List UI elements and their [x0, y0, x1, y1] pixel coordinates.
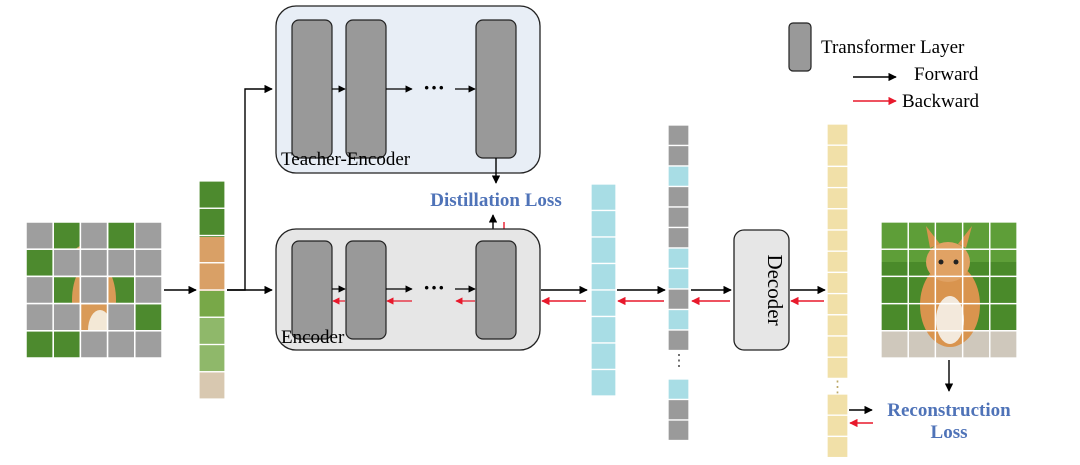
legend-backward-label: Backward: [902, 91, 980, 112]
masked-patch: [79, 248, 109, 278]
reconstructed-ellipsis: ⋮: [830, 379, 846, 396]
reconstructed-token: [826, 356, 849, 380]
encoded-token: [667, 247, 690, 270]
teacher-layer-1: [291, 19, 333, 159]
masked-patch: [106, 302, 136, 332]
visible-patch-token: [198, 371, 226, 400]
masked-patch: [106, 248, 136, 278]
reconstructed-token: [826, 393, 849, 416]
encoded-token: [590, 209, 617, 238]
masked-patch: [134, 275, 163, 305]
mask-token: [667, 288, 690, 311]
teacher-layer-2: [345, 19, 387, 159]
masked-patch: [79, 275, 109, 305]
sequence-ellipsis: ⋮: [671, 353, 687, 370]
encoded-token: [590, 289, 617, 318]
encoded-token: [667, 165, 690, 188]
legend-transformer-layer-swatch: [788, 22, 812, 72]
reconstructed-token: [826, 229, 849, 252]
encoded-token: [590, 368, 617, 397]
legend-forward-label: Forward: [914, 64, 979, 85]
mask-token: [667, 144, 690, 167]
mask-token: [667, 419, 690, 442]
reconstructed-token-column: ⋮: [826, 123, 849, 459]
masked-kitten-image-icon: [25, 221, 163, 359]
teacher-ellipsis: ···: [423, 75, 445, 100]
reconstructed-token: [826, 435, 849, 459]
reconstructed-token: [826, 271, 849, 295]
masked-patch: [79, 221, 109, 250]
encoded-token: [590, 342, 617, 371]
encoded-token: [667, 378, 690, 401]
reconstruction-loss-label-line1: Reconstruction: [887, 400, 1011, 421]
masked-patch: [134, 330, 163, 359]
reconstructed-token: [826, 144, 849, 168]
reconstructed-token: [826, 250, 849, 274]
encoded-token: [590, 236, 617, 265]
reconstructed-token: [826, 208, 849, 231]
decoder-block: Decoder: [733, 229, 790, 351]
mask-token: [667, 185, 690, 208]
reconstructed-token: [826, 186, 849, 210]
masked-patch: [134, 248, 163, 278]
reconstructed-token: [826, 414, 849, 438]
teacher-layer-n: [475, 19, 517, 159]
masked-patch: [25, 221, 54, 250]
reconstructed-token: [826, 292, 849, 316]
full-token-sequence-column: ⋮: [667, 124, 690, 442]
masked-patch: [134, 221, 163, 250]
mask-token: [667, 124, 690, 147]
reconstructed-token: [826, 314, 849, 337]
encoder-layer-2: [345, 240, 387, 340]
encoded-token-column: [590, 183, 617, 397]
mask-token: [667, 329, 690, 352]
legend-transformer-layer-label: Transformer Layer: [821, 37, 965, 58]
teacher-encoder-block: ··· Teacher-Encoder: [275, 5, 541, 174]
masked-patch: [106, 330, 136, 359]
masked-patch: [25, 275, 54, 305]
masked-patch: [52, 302, 82, 332]
masked-patch: [25, 302, 54, 332]
masked-patch: [79, 330, 109, 359]
reconstructed-token: [826, 165, 849, 189]
masked-patch: [52, 248, 82, 278]
encoded-token: [667, 308, 690, 331]
output-patch: [989, 330, 1018, 359]
mask-token: [667, 398, 690, 421]
mask-token: [667, 226, 690, 249]
encoded-token: [590, 183, 617, 212]
encoded-token: [590, 315, 617, 344]
distillation-loss-label: Distillation Loss: [430, 190, 561, 211]
arrow-patches-to-teacher: [227, 84, 273, 291]
encoder-layer-n: [475, 240, 517, 340]
encoder-label: Encoder: [281, 327, 345, 348]
encoder-layer-1: [291, 240, 333, 340]
visible-patch-column-icon: [198, 180, 226, 400]
decoder-label: Decoder: [763, 254, 787, 325]
mask-token: [667, 206, 690, 229]
teacher-encoder-label: Teacher-Encoder: [281, 149, 411, 170]
reconstruction-loss-label-line2: Loss: [931, 422, 968, 443]
legend: Transformer Layer Forward Backward: [788, 22, 980, 112]
reconstructed-token: [826, 123, 849, 146]
encoder-block: ··· Encoder: [275, 228, 541, 351]
encoded-token: [667, 267, 690, 290]
encoder-ellipsis: ···: [423, 275, 445, 300]
reconstructed-token: [826, 335, 849, 358]
encoded-token: [590, 262, 617, 291]
reconstructed-kitten-image-icon: [880, 221, 1018, 359]
